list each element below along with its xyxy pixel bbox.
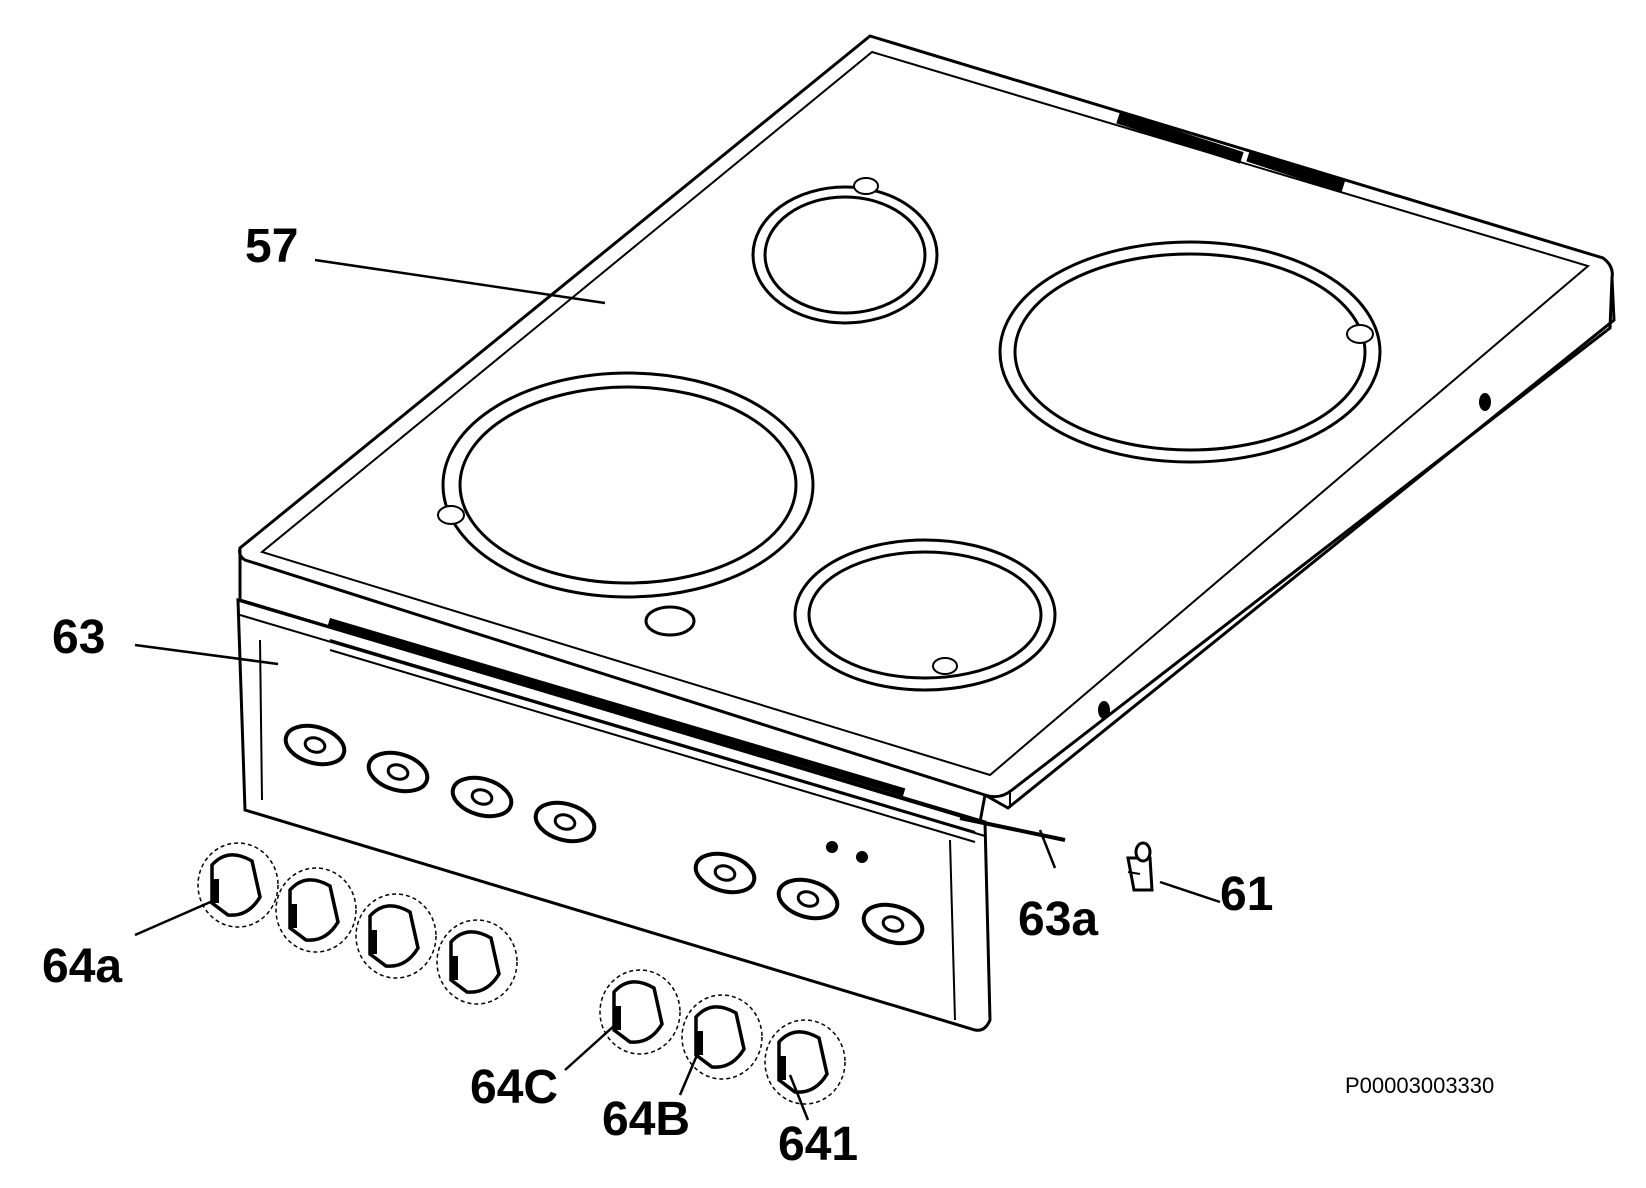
control-panel bbox=[236, 548, 992, 1032]
callout-641: 641 bbox=[778, 1118, 858, 1171]
knob-bezels bbox=[283, 723, 925, 946]
callout-63a: 63a bbox=[1018, 893, 1098, 946]
callout-64a: 64a bbox=[42, 940, 122, 993]
panel-rod bbox=[959, 816, 1066, 842]
control-knobs bbox=[197, 842, 846, 1105]
leader-lines bbox=[134, 258, 1221, 1121]
side-hole-icon bbox=[1098, 701, 1110, 719]
drawing-code: P00003003330 bbox=[1345, 1073, 1494, 1098]
cooking-zone-front-left bbox=[437, 371, 815, 599]
cooking-zones bbox=[437, 177, 1382, 692]
side-hole-icon bbox=[1479, 393, 1491, 411]
callout-64C: 64C bbox=[470, 1061, 558, 1114]
indicator-light-icon bbox=[644, 605, 696, 637]
callout-64B: 64B bbox=[602, 1093, 690, 1146]
cooking-zone-front-right bbox=[793, 538, 1057, 692]
callout-63: 63 bbox=[52, 611, 105, 664]
clip-part bbox=[1126, 841, 1154, 892]
cooking-zone-rear-left bbox=[751, 177, 939, 325]
callout-57: 57 bbox=[245, 220, 298, 273]
callout-61: 61 bbox=[1220, 868, 1273, 921]
hob-top-plate bbox=[238, 34, 1616, 810]
cooking-zone-rear-right bbox=[998, 240, 1382, 464]
